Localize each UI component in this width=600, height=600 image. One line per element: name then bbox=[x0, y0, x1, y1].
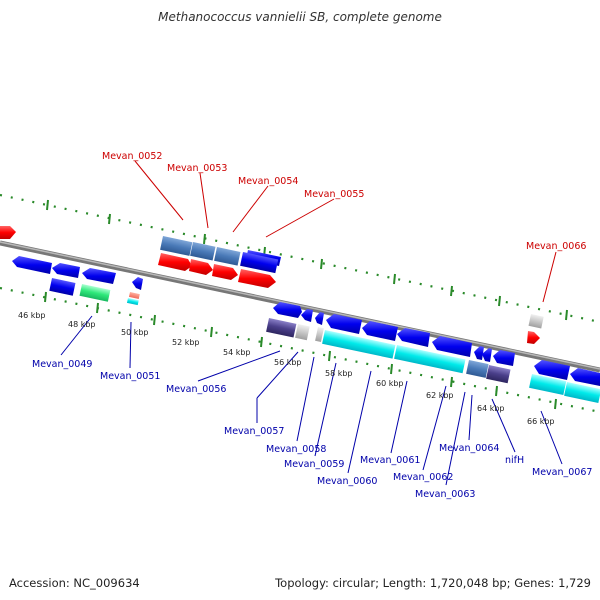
leader-line bbox=[540, 410, 563, 465]
leader-line bbox=[256, 351, 299, 399]
map-title: Methanococcus vannielii SB, complete gen… bbox=[158, 10, 442, 24]
leader-line bbox=[60, 315, 93, 356]
leader-line bbox=[134, 160, 184, 221]
label-mevan-0063: Mevan_0063 bbox=[415, 489, 475, 500]
label-mevan-0055: Mevan_0055 bbox=[304, 189, 364, 200]
scale-label-46kbp: 46 kbp bbox=[18, 311, 46, 320]
gene-reverse[interactable] bbox=[273, 302, 302, 318]
gene-mevan-0057[interactable] bbox=[295, 324, 310, 341]
gene-mevan-0052[interactable] bbox=[160, 235, 193, 256]
leader-line bbox=[542, 251, 557, 303]
label-mevan-0052: Mevan_0052 bbox=[102, 151, 162, 162]
gene-reverse[interactable] bbox=[474, 346, 484, 360]
label-mevan-0051: Mevan_0051 bbox=[100, 371, 160, 382]
gene-reverse[interactable] bbox=[482, 348, 492, 362]
gene-forward[interactable] bbox=[158, 253, 192, 271]
label-nifh: nifH bbox=[505, 455, 524, 466]
label-mevan-0067: Mevan_0067 bbox=[532, 467, 592, 478]
gene-forward[interactable] bbox=[528, 314, 544, 329]
label-mevan-0053: Mevan_0053 bbox=[167, 163, 227, 174]
label-mevan-0064: Mevan_0064 bbox=[439, 443, 499, 454]
gene-mevan-0063[interactable] bbox=[466, 360, 489, 378]
label-mevan-0061: Mevan_0061 bbox=[360, 455, 420, 466]
label-mevan-0059: Mevan_0059 bbox=[284, 459, 344, 470]
label-mevan-0056: Mevan_0056 bbox=[166, 384, 226, 395]
leader-line bbox=[199, 172, 209, 229]
gene-reverse[interactable] bbox=[432, 336, 472, 357]
leader-line bbox=[197, 350, 281, 382]
gene-mevan-0054[interactable] bbox=[214, 247, 241, 266]
gene-reverse[interactable] bbox=[564, 381, 600, 403]
scale-label-66kbp: 66 kbp bbox=[527, 417, 555, 426]
gene-forward[interactable] bbox=[0, 226, 16, 239]
leader-line bbox=[232, 185, 269, 233]
leader-line bbox=[491, 398, 516, 453]
label-mevan-0049: Mevan_0049 bbox=[32, 359, 92, 370]
scale-label-52kbp: 52 kbp bbox=[172, 338, 200, 347]
scale-label-58kbp: 58 kbp bbox=[325, 369, 353, 378]
scale-label-48kbp: 48 kbp bbox=[68, 320, 96, 329]
gene-mevan-0058[interactable] bbox=[315, 327, 324, 342]
gene-reverse[interactable] bbox=[301, 309, 313, 322]
leader-line bbox=[347, 370, 372, 474]
gene-mevan-0066[interactable] bbox=[527, 331, 540, 344]
label-mevan-0054: Mevan_0054 bbox=[238, 176, 298, 187]
topology-text: Topology: circular; Length: 1,720,048 bp… bbox=[275, 576, 591, 590]
gene-reverse[interactable] bbox=[534, 360, 570, 380]
gene-mevan-0060[interactable] bbox=[394, 345, 466, 374]
gene-reverse[interactable] bbox=[397, 328, 430, 347]
label-mevan-0057: Mevan_0057 bbox=[224, 426, 284, 437]
major-ticks bbox=[44, 199, 568, 410]
label-mevan-0060: Mevan_0060 bbox=[317, 476, 377, 487]
gene-reverse[interactable] bbox=[82, 268, 116, 284]
scale-label-60kbp: 60 kbp bbox=[376, 379, 404, 388]
label-mevan-0058: Mevan_0058 bbox=[266, 444, 326, 455]
gene-reverse[interactable] bbox=[326, 314, 362, 334]
gene-mevan-0067[interactable] bbox=[529, 373, 567, 395]
gene-forward[interactable] bbox=[212, 264, 238, 280]
gene-mevan-0053[interactable] bbox=[190, 241, 216, 261]
leader-line bbox=[265, 198, 335, 238]
gene-mevan-0049[interactable] bbox=[49, 278, 76, 296]
gene-reverse[interactable] bbox=[79, 283, 111, 302]
gene-mevan-0051[interactable] bbox=[126, 298, 139, 306]
gene-reverse[interactable] bbox=[12, 256, 52, 274]
gene-nifh[interactable] bbox=[486, 365, 511, 384]
leader-line bbox=[390, 380, 408, 454]
scale-label-50kbp: 50 kbp bbox=[121, 328, 149, 337]
scale-label-54kbp: 54 kbp bbox=[223, 348, 251, 357]
gene-mevan-0059[interactable] bbox=[322, 330, 396, 359]
gene-reverse[interactable] bbox=[132, 277, 143, 290]
leader-line bbox=[296, 356, 315, 442]
leader-line bbox=[422, 385, 447, 471]
gene-reverse[interactable] bbox=[570, 368, 600, 386]
gene-reverse[interactable] bbox=[315, 312, 324, 325]
gene-reverse[interactable] bbox=[362, 321, 398, 341]
gene-reverse[interactable] bbox=[52, 263, 80, 278]
scale-label-62kbp: 62 kbp bbox=[426, 391, 454, 400]
gene-mevan-0056[interactable] bbox=[266, 318, 297, 338]
leader-line bbox=[314, 362, 337, 457]
gene-reverse[interactable] bbox=[128, 292, 140, 299]
gene-reverse[interactable] bbox=[493, 350, 515, 366]
scale-label-56kbp: 56 kbp bbox=[274, 358, 302, 367]
gene-forward[interactable] bbox=[238, 269, 276, 288]
scale-label-64kbp: 64 kbp bbox=[477, 404, 505, 413]
leader-line bbox=[468, 394, 473, 441]
label-mevan-0062: Mevan_0062 bbox=[393, 472, 453, 483]
gene-forward[interactable] bbox=[189, 259, 213, 275]
label-mevan-0066: Mevan_0066 bbox=[526, 241, 586, 252]
outer-tick-ring bbox=[0, 193, 600, 324]
leader-line bbox=[445, 391, 466, 486]
gene-mevan-0055[interactable] bbox=[240, 252, 279, 274]
leader-line bbox=[129, 321, 132, 369]
accession-text: Accession: NC_009634 bbox=[9, 576, 140, 590]
